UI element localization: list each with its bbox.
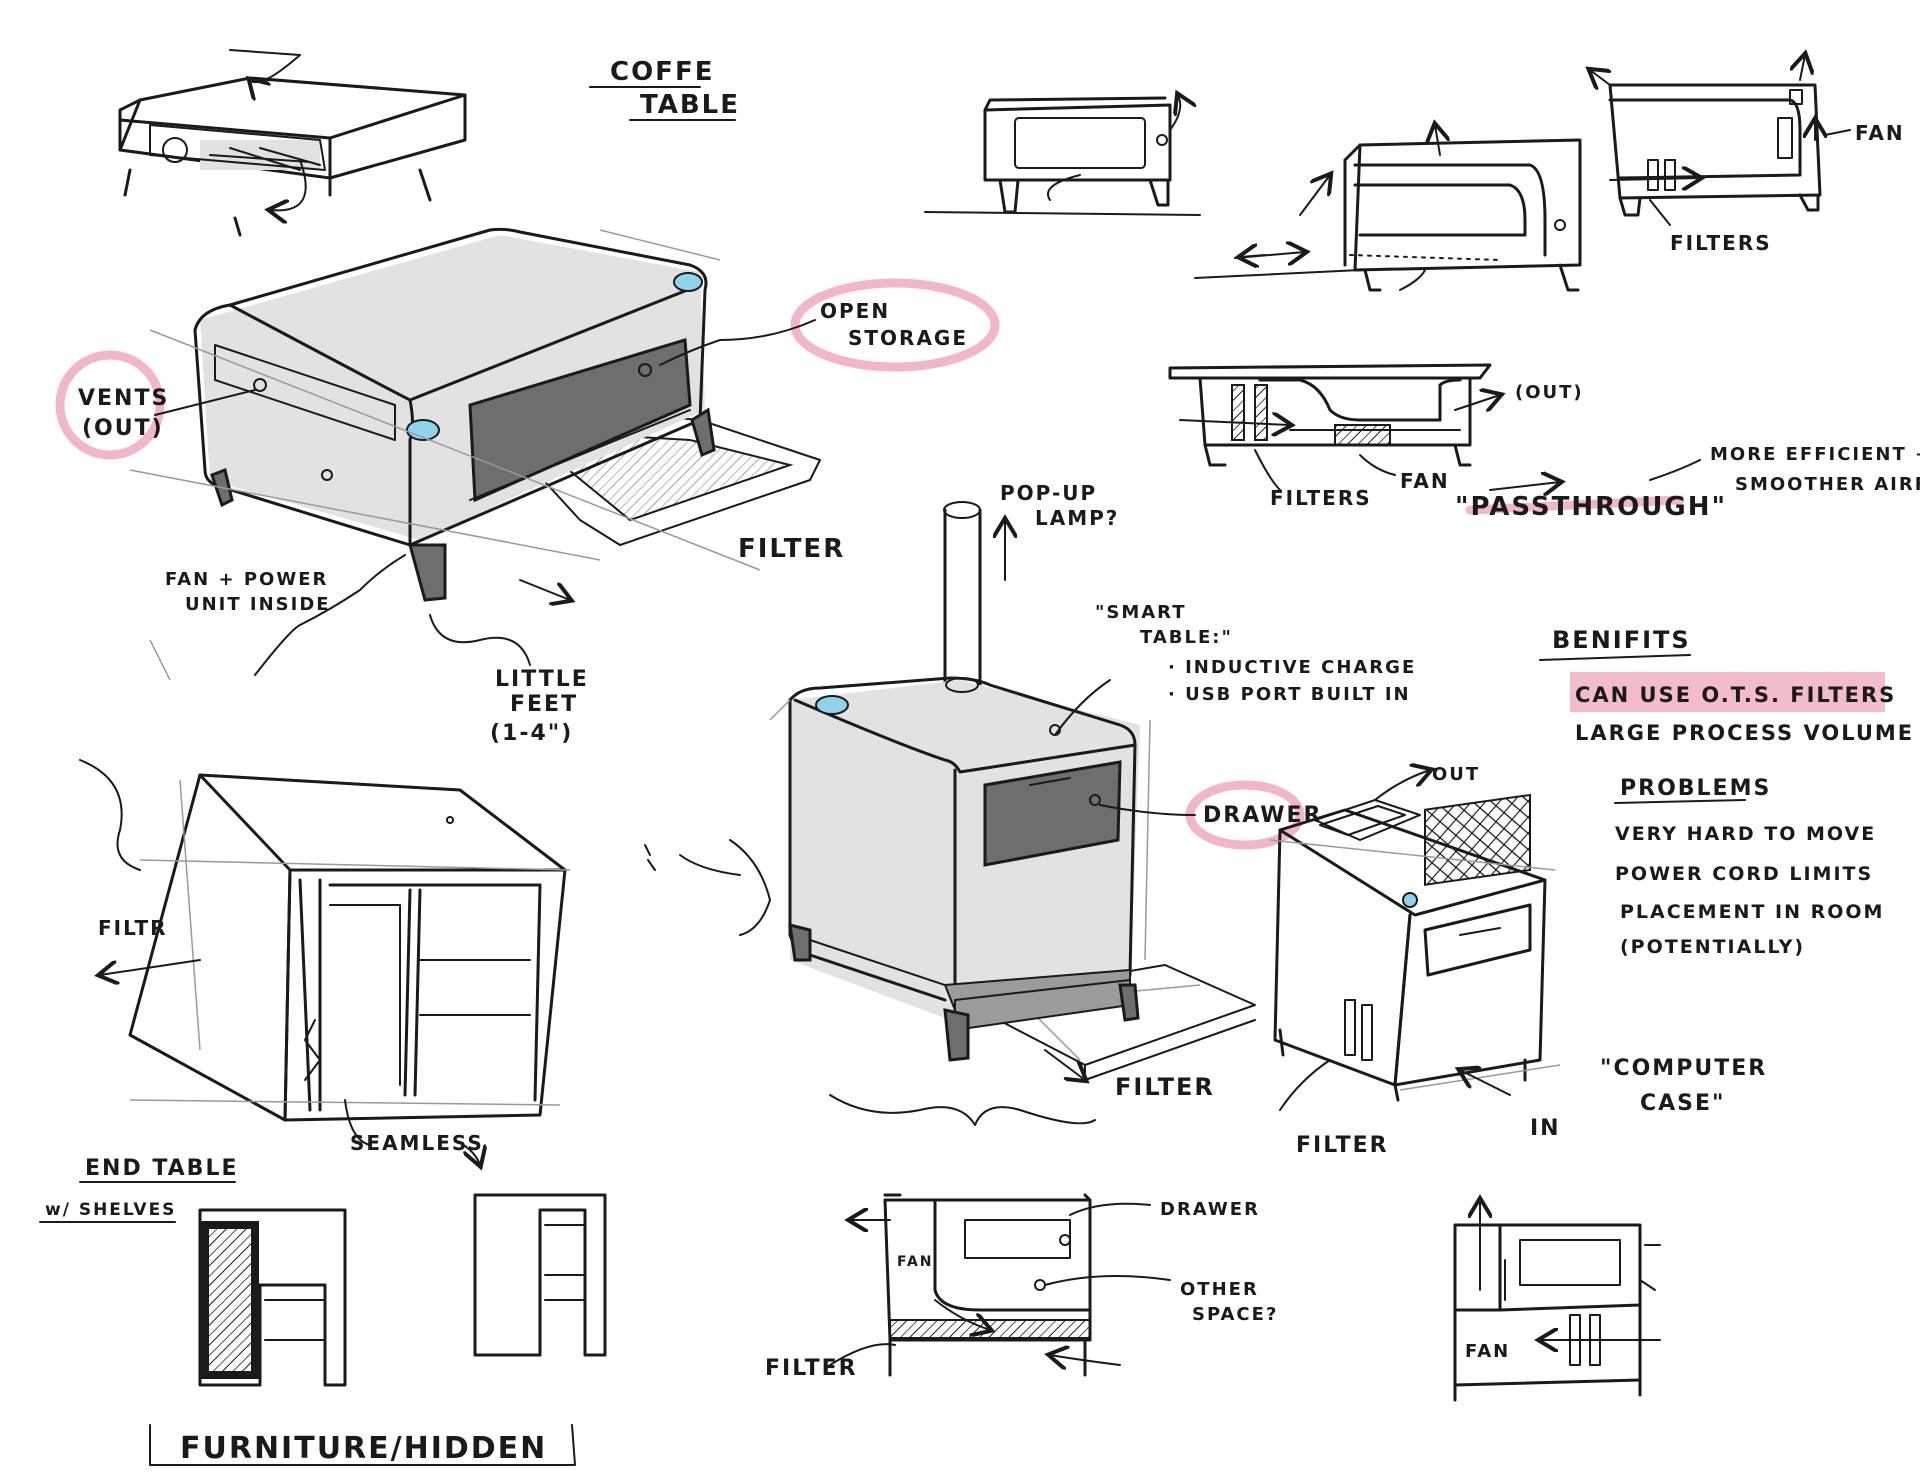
lamp-line2: LAMP? xyxy=(1035,506,1119,530)
top-right-filters-label: FILTERS xyxy=(1670,231,1772,255)
coffee-title-line2: TABLE xyxy=(640,90,740,120)
lamp-line1: POP-UP xyxy=(1000,481,1097,505)
end-table-section-b xyxy=(473,1193,607,1357)
benefit-item2: LARGE PROCESS VOLUME xyxy=(1575,721,1914,745)
problem-item1: VERY HARD TO MOVE xyxy=(1615,823,1876,845)
vents-line1: VENTS xyxy=(78,386,169,411)
fan-unit-line1: FAN + POWER xyxy=(165,569,328,590)
problems-heading: PROBLEMS xyxy=(1620,776,1771,801)
feet-line2: FEET xyxy=(510,692,578,717)
seamless-label: SEAMLESS xyxy=(350,1131,484,1155)
vents-callout: VENTS (OUT) xyxy=(55,350,256,460)
smart-bullet2: · USB PORT BUILT IN xyxy=(1168,684,1411,705)
end-table-subtitle: w/ SHELVES xyxy=(45,1200,176,1220)
problem-item2-line2: PLACEMENT IN ROOM xyxy=(1620,901,1884,923)
computer-case-sketch xyxy=(1269,770,1561,1111)
smart-bullet1: · INDUCTIVE CHARGE xyxy=(1168,657,1416,678)
bottom-center-other-line2: SPACE? xyxy=(1192,1304,1278,1325)
smart-table-callout: "SMART TABLE:" · INDUCTIVE CHARGE · USB … xyxy=(1095,602,1416,705)
passthrough-note-line1: MORE EFFICIENT + xyxy=(1710,444,1920,465)
open-storage-line2: STORAGE xyxy=(848,326,968,350)
case-out-label: OUT xyxy=(1432,764,1480,785)
smart-label-line2: TABLE:" xyxy=(1140,627,1233,648)
benefit-item1: CAN USE O.T.S. FILTERS xyxy=(1575,683,1896,707)
passthrough-out-label: (OUT) xyxy=(1515,382,1584,403)
problem-item2-line3: (POTENTIALLY) xyxy=(1620,936,1805,958)
bottom-center-filter-label: FILTER xyxy=(765,1356,858,1381)
end-table-title: END TABLE w/ SHELVES xyxy=(39,1156,239,1223)
misc-strokes xyxy=(149,639,656,871)
end-table-sketch xyxy=(79,759,571,1122)
fan-unit-line2: UNIT INSIDE xyxy=(185,594,331,615)
bottom-center-section xyxy=(829,1193,1171,1377)
filters-fan-thumbnail: FAN FILTERS xyxy=(1590,55,1905,255)
computer-case-callout: "COMPUTER CASE" xyxy=(1600,1056,1767,1116)
end-table-section-a xyxy=(198,1208,347,1387)
passthrough-open-thumbnail xyxy=(1194,125,1582,292)
furniture-hidden-footer: FURNITURE/HIDDEN xyxy=(149,1424,576,1466)
smart-table-sketch xyxy=(679,501,1256,1126)
seamless-callout: SEAMLESS xyxy=(344,1099,484,1165)
coffee-title-line1: COFFE xyxy=(610,57,714,87)
passthrough-fan-label: FAN xyxy=(1400,469,1450,493)
problems-list: PROBLEMS VERY HARD TO MOVE POWER CORD LI… xyxy=(1614,776,1884,958)
end-table-filtr-label: FILTR xyxy=(98,916,168,940)
bottom-center-other-line1: OTHER xyxy=(1180,1279,1259,1300)
passthrough-section-sketch: (OUT) FILTERS FAN xyxy=(1168,363,1584,510)
case-in-label: IN xyxy=(1530,1116,1561,1141)
smart-filter-label: FILTER xyxy=(1115,1073,1215,1101)
passthrough-label: "PASSTHROUGH" xyxy=(1455,492,1727,522)
bottom-right-fan-label: FAN xyxy=(1465,1341,1510,1362)
passthrough-note-line2: SMOOTHER AIRFLOW xyxy=(1735,474,1920,495)
fan-unit-callout: FAN + POWER UNIT INSIDE xyxy=(165,554,406,676)
coffee-filter-label: FILTER xyxy=(738,534,845,564)
open-storage-line1: OPEN xyxy=(820,299,890,323)
case-filter-label: FILTER xyxy=(1296,1133,1389,1158)
feet-line1: LITTLE xyxy=(495,667,589,692)
smart-label-line1: "SMART xyxy=(1095,602,1187,623)
bottom-center-fan-label: FAN xyxy=(897,1254,934,1270)
case-label-line1: "COMPUTER xyxy=(1600,1056,1767,1081)
case-label-line2: CASE" xyxy=(1640,1091,1726,1116)
coffee-table-thumbnail xyxy=(118,49,467,237)
pop-up-lamp-callout: POP-UP LAMP? xyxy=(1000,481,1119,530)
front-view-thumbnail xyxy=(924,95,1201,216)
bottom-center-drawer-label: DRAWER xyxy=(1160,1199,1260,1220)
top-right-fan-label: FAN xyxy=(1855,121,1905,145)
problem-item2: POWER CORD LIMITS xyxy=(1615,863,1873,885)
coffee-table-title: COFFE TABLE xyxy=(589,57,740,121)
furniture-hidden-label: FURNITURE/HIDDEN xyxy=(180,1431,547,1466)
passthrough-callout: "PASSTHROUGH" MORE EFFICIENT + SMOOTHER … xyxy=(1455,444,1920,522)
open-storage-callout: OPEN STORAGE xyxy=(659,278,1000,372)
drawer-label: DRAWER xyxy=(1203,803,1322,828)
benefits-list: BENIFITS CAN USE O.T.S. FILTERS LARGE PR… xyxy=(1539,626,1914,745)
feet-callout: LITTLE FEET (1-4") xyxy=(429,614,589,746)
bottom-right-section xyxy=(1453,1200,1661,1402)
end-table-title-text: END TABLE xyxy=(85,1156,239,1181)
vents-line2: (OUT) xyxy=(82,416,164,441)
benefits-heading: BENIFITS xyxy=(1552,626,1691,654)
feet-line3: (1-4") xyxy=(490,721,573,746)
coffee-table-main-sketch xyxy=(129,227,821,600)
passthrough-filters-label: FILTERS xyxy=(1270,486,1372,510)
